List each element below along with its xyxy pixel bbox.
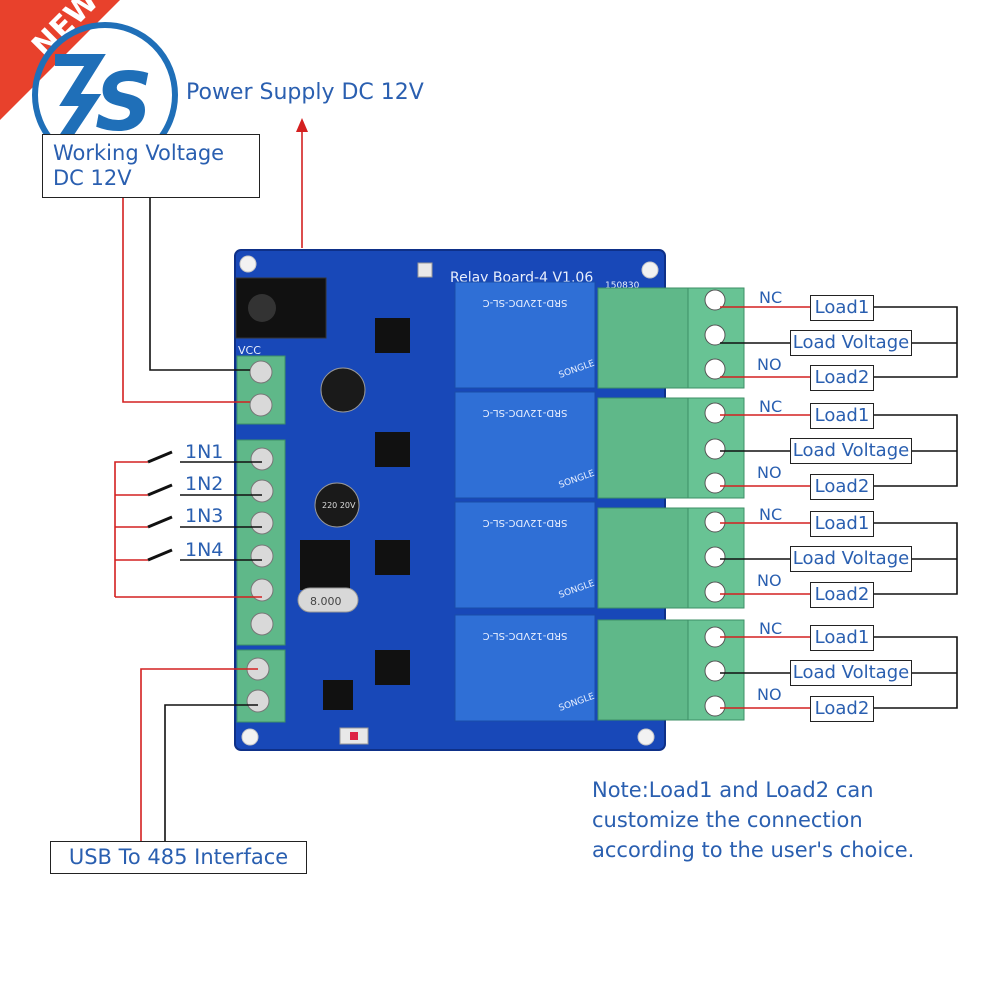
relay-1-load-voltage: Load Voltage [790, 330, 912, 356]
relay-3-no: NO [757, 571, 782, 590]
board-code: 150830 [605, 281, 640, 291]
svg-text:SRD-12VDC-SL-C: SRD-12VDC-SL-C [483, 297, 568, 308]
output-terminal-3 [597, 507, 745, 609]
mcu-chip [300, 540, 350, 590]
crystal [297, 587, 359, 613]
relay-1: SRD-12VDC-SL-C SONGLE [454, 281, 596, 389]
wiring [114, 118, 958, 842]
relay-2-load2: Load2 [810, 474, 874, 500]
output-terminal-2 [597, 397, 745, 499]
note-line-1: Note:Load1 and Load2 can [592, 778, 874, 802]
input-terminal [236, 439, 286, 646]
relay-4-no: NO [757, 685, 782, 704]
relay-2: SRD-12VDC-SL-C SONGLE [454, 391, 596, 499]
input-label-2: 1N2 [185, 473, 224, 495]
brand-logo-letter: S [95, 56, 153, 149]
relay-1-load1: Load1 [810, 295, 874, 321]
usb-interface-box: USB To 485 Interface [50, 841, 307, 874]
relay-1-nc: NC [759, 288, 783, 307]
power-supply-label: Power Supply DC 12V [186, 80, 424, 105]
svg-text:SRD-12VDC-SL-C: SRD-12VDC-SL-C [483, 630, 568, 641]
relay-2-nc: NC [759, 397, 783, 416]
svg-text:SRD-12VDC-SL-C: SRD-12VDC-SL-C [483, 407, 568, 418]
relay-4-load2: Load2 [810, 696, 874, 722]
crystal-label: 8.000 [310, 595, 342, 608]
note-line-3: according to the user's choice. [592, 838, 915, 862]
relay-3-nc: NC [759, 505, 783, 524]
relay-4-load1: Load1 [810, 625, 874, 651]
input-label-3: 1N3 [185, 505, 224, 527]
working-voltage-line1: Working Voltage [53, 141, 225, 165]
output-terminal-1 [597, 287, 745, 389]
working-voltage-line2: DC 12V [53, 166, 132, 190]
relay-3: SRD-12VDC-SL-C SONGLE [454, 501, 596, 609]
silk-vcc: VCC [238, 344, 261, 357]
working-voltage-box: Working Voltage DC 12V [42, 134, 260, 198]
input-label-1: 1N1 [185, 441, 224, 463]
relay-3-load-voltage: Load Voltage [790, 546, 912, 572]
input-label-4: 1N4 [185, 539, 224, 561]
relay-3-load1: Load1 [810, 511, 874, 537]
relay-4-nc: NC [759, 619, 783, 638]
relay-2-no: NO [757, 463, 782, 482]
relay-4: SRD-12VDC-SL-C SONGLE [454, 614, 596, 722]
relay-2-load-voltage: Load Voltage [790, 438, 912, 464]
capacitor-2 [314, 482, 360, 528]
relay-1-no: NO [757, 355, 782, 374]
capacitor-1 [320, 367, 366, 413]
relay-1-load2: Load2 [810, 365, 874, 391]
capacitor-label: 220 20V [322, 501, 356, 510]
relay-2-load1: Load1 [810, 403, 874, 429]
relay-3-load2: Load2 [810, 582, 874, 608]
note-line-2: customize the connection [592, 808, 863, 832]
svg-text:SRD-12VDC-SL-C: SRD-12VDC-SL-C [483, 517, 568, 528]
output-terminal-4 [597, 619, 745, 721]
relay-4-load-voltage: Load Voltage [790, 660, 912, 686]
note-text: Note:Load1 and Load2 can customize the c… [592, 775, 914, 865]
